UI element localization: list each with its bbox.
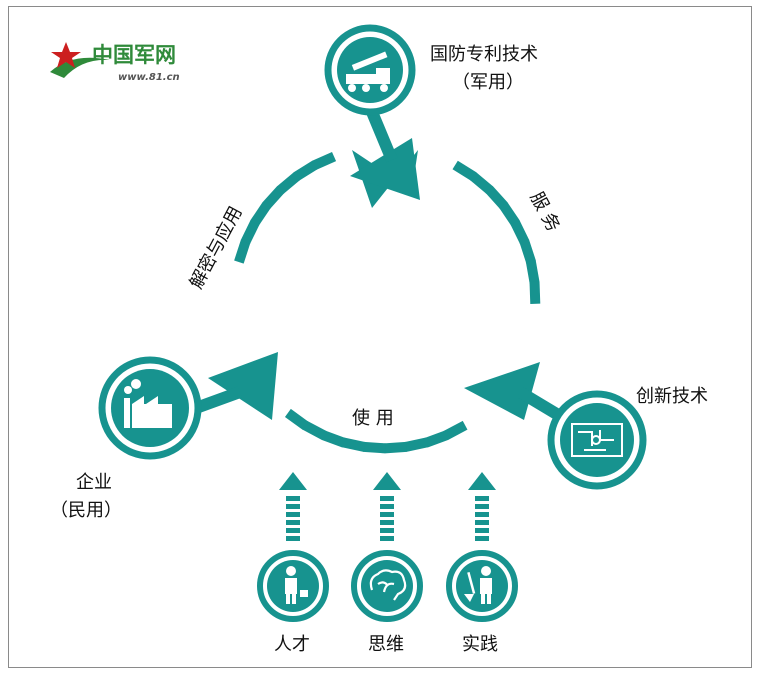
ring-dash xyxy=(485,186,508,210)
label-defense-patent-line2: （军用） xyxy=(452,72,524,93)
up-arrow-dash xyxy=(380,496,394,501)
ring-dash xyxy=(240,220,260,245)
up-arrow-dash xyxy=(286,496,300,501)
ring-dash xyxy=(311,151,337,171)
ring-dash xyxy=(469,172,494,195)
node-innovation xyxy=(547,390,647,490)
up-arrow-dash xyxy=(475,512,489,517)
ring-dash xyxy=(424,430,449,448)
ring-dash xyxy=(276,172,301,195)
ring-dash xyxy=(404,437,428,452)
ring-dash xyxy=(363,441,386,454)
ring-dash xyxy=(525,260,540,284)
arc-label-service: 服 务 xyxy=(526,188,564,235)
arc-label-use: 使 用 xyxy=(352,408,394,429)
ring-dash xyxy=(342,437,366,452)
node-talent xyxy=(257,550,329,622)
up-arrow-dash xyxy=(380,528,394,533)
up-arrow-dash xyxy=(286,536,300,541)
up-arrow-dash xyxy=(286,512,300,517)
arc-label-decrypt-apply: 解密与应用 xyxy=(186,203,247,292)
up-arrow-dash xyxy=(380,504,394,509)
ring-dash xyxy=(262,186,285,210)
ring-dash xyxy=(529,281,541,304)
businessman-icon xyxy=(285,566,308,604)
brain-icon xyxy=(369,569,407,601)
circuit-board-icon xyxy=(571,423,623,457)
label-innovation: 创新技术 xyxy=(636,386,708,407)
ring-dash xyxy=(443,420,468,440)
up-arrow-dash xyxy=(475,504,489,509)
up-arrow-head xyxy=(279,472,307,490)
ring-dash xyxy=(250,202,271,227)
up-arrow-dash xyxy=(380,536,394,541)
up-arrow-dash xyxy=(475,496,489,501)
star-icon xyxy=(51,42,81,68)
worker-shovel-icon xyxy=(464,566,492,604)
up-arrow-dash xyxy=(286,504,300,509)
missile-truck-icon xyxy=(346,51,390,92)
label-talent: 人才 xyxy=(274,634,310,655)
logo-title: 中国军网 xyxy=(92,43,176,67)
up-arrow-dash xyxy=(380,520,394,525)
connector-innovation xyxy=(516,386,564,422)
ring-dash xyxy=(293,160,318,181)
ring-dash xyxy=(519,239,536,264)
logo: 中国军网 www.81.cn xyxy=(50,42,180,83)
ring-dash xyxy=(499,202,520,227)
ring-dash xyxy=(302,420,327,440)
up-arrow-dash xyxy=(286,520,300,525)
label-defense-patent-line1: 国防专利技术 xyxy=(430,44,538,65)
label-thinking: 思维 xyxy=(368,634,404,655)
up-arrow-head xyxy=(468,472,496,490)
node-thinking xyxy=(351,550,423,622)
up-arrow-dash xyxy=(475,520,489,525)
cycle-ring xyxy=(234,151,541,454)
factory-icon xyxy=(124,379,172,428)
up-arrow-dash xyxy=(475,536,489,541)
arrowhead-left xyxy=(208,352,278,420)
ring-dash xyxy=(452,160,477,181)
label-practice: 实践 xyxy=(462,634,498,655)
node-defense-patent xyxy=(324,24,416,116)
arrowhead-top-fill xyxy=(350,138,420,200)
label-enterprise-line2: （民用） xyxy=(50,500,122,521)
logo-url: www.81.cn xyxy=(118,72,180,83)
ring-dash xyxy=(284,408,309,430)
up-arrow-dash xyxy=(380,512,394,517)
ring-dash xyxy=(321,430,346,448)
ring-dash xyxy=(384,441,407,454)
connector-enterprise xyxy=(193,386,243,414)
up-arrow-head xyxy=(373,472,401,490)
arrowhead-right xyxy=(464,362,540,420)
connector-defense xyxy=(366,109,398,163)
node-enterprise xyxy=(98,356,202,460)
logo-swoosh xyxy=(50,57,110,78)
diagram-frame xyxy=(8,6,752,668)
input-arrows xyxy=(279,472,496,541)
up-arrow-dash xyxy=(475,528,489,533)
up-arrow-dash xyxy=(286,528,300,533)
label-enterprise-line1: 企业 xyxy=(76,472,112,493)
node-practice xyxy=(446,550,518,622)
ring-dash xyxy=(510,220,530,245)
ring-dash xyxy=(234,239,251,264)
